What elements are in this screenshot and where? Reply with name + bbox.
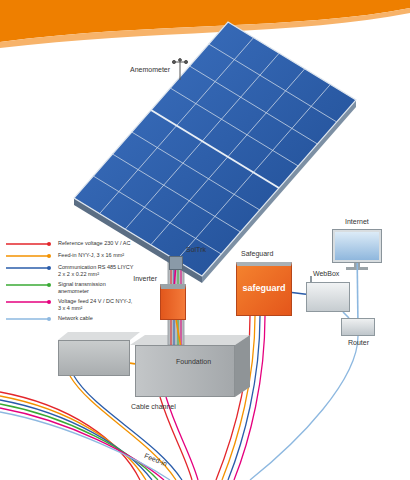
node-label: Safeguard	[241, 250, 297, 258]
internet-monitor: Internet	[333, 230, 381, 262]
safeguard-box: Safeguardsafeguard	[236, 262, 292, 316]
node-label: WebBox	[313, 270, 357, 278]
panel-grid	[93, 38, 337, 261]
node-label: Inverter	[117, 275, 157, 283]
node-label: SolTrk	[186, 246, 220, 254]
legend-row: Communication RS 485 LIYCY 2 x 2 x 0.22 …	[6, 264, 138, 277]
anemometer-symbol	[172, 59, 187, 80]
legend-text: Network cable	[58, 315, 134, 322]
panel-divider	[151, 110, 279, 188]
legend-text: Communication RS 485 LIYCY 2 x 2 x 0.22 …	[58, 264, 134, 277]
legend-swatch	[6, 264, 54, 272]
legend-dot	[47, 266, 51, 270]
legend-dot	[47, 254, 51, 258]
cable-connector	[357, 262, 359, 318]
ground-wires	[0, 316, 358, 480]
legend-row: Network cable	[6, 315, 138, 323]
legend-dot	[47, 300, 51, 304]
legend-swatch	[6, 315, 54, 323]
legend-row: Feed-in NYY-J, 3 x 16 mm²	[6, 252, 138, 260]
cable-connector	[176, 320, 180, 345]
legend-line	[6, 255, 48, 256]
cable-line	[174, 270, 175, 284]
legend: Reference voltage 230 V / AC Feed-in NYY-…	[6, 240, 138, 323]
cable-channel: Cable channel	[58, 340, 130, 376]
legend-line	[6, 301, 48, 302]
cable-line	[356, 262, 358, 318]
legend-swatch	[6, 298, 54, 306]
legend-swatch	[6, 240, 54, 248]
legend-text: Feed-in NYY-J, 3 x 16 mm²	[58, 252, 134, 259]
webbox-device: WebBox	[306, 282, 350, 312]
node-text: safeguard	[237, 283, 291, 293]
legend-row: Signal transmission anemometer	[6, 281, 138, 294]
legend-line	[6, 318, 48, 319]
cable-connector	[174, 270, 175, 284]
node-label: Cable channel	[131, 403, 201, 411]
legend-row: Voltage feed 24 V / DC NYY-J, 3 x 4 mm²	[6, 298, 138, 311]
node-label: Foundation	[176, 358, 232, 366]
foundation-side	[235, 335, 250, 397]
legend-dot	[47, 242, 51, 246]
legend-text: Signal transmission anemometer	[58, 281, 134, 294]
cable-line	[292, 293, 306, 295]
legend-line	[6, 243, 48, 244]
controller-box: SolTrk	[169, 256, 183, 270]
cable-line	[176, 320, 180, 345]
channel-top	[58, 332, 140, 340]
inverter-box: Inverter	[160, 284, 186, 320]
foundation-top	[130, 335, 250, 345]
router-device: Router	[341, 318, 375, 336]
foundation-block: Foundation	[135, 345, 235, 397]
node-label: Router	[348, 339, 388, 347]
part-label: Anemometer	[130, 66, 180, 74]
legend-line	[6, 284, 48, 285]
legend-dot	[47, 317, 51, 321]
legend-line	[6, 267, 48, 268]
legend-swatch	[6, 281, 54, 289]
legend-text: Voltage feed 24 V / DC NYY-J, 3 x 4 mm²	[58, 298, 134, 311]
legend-row: Reference voltage 230 V / AC	[6, 240, 138, 248]
legend-text: Reference voltage 230 V / AC	[58, 240, 134, 247]
legend-dot	[47, 283, 51, 287]
solar-panel	[74, 22, 356, 276]
header-swoosh-light	[0, 8, 410, 48]
cable-connector	[292, 293, 306, 295]
legend-swatch	[6, 252, 54, 260]
node-label: Internet	[345, 218, 385, 226]
